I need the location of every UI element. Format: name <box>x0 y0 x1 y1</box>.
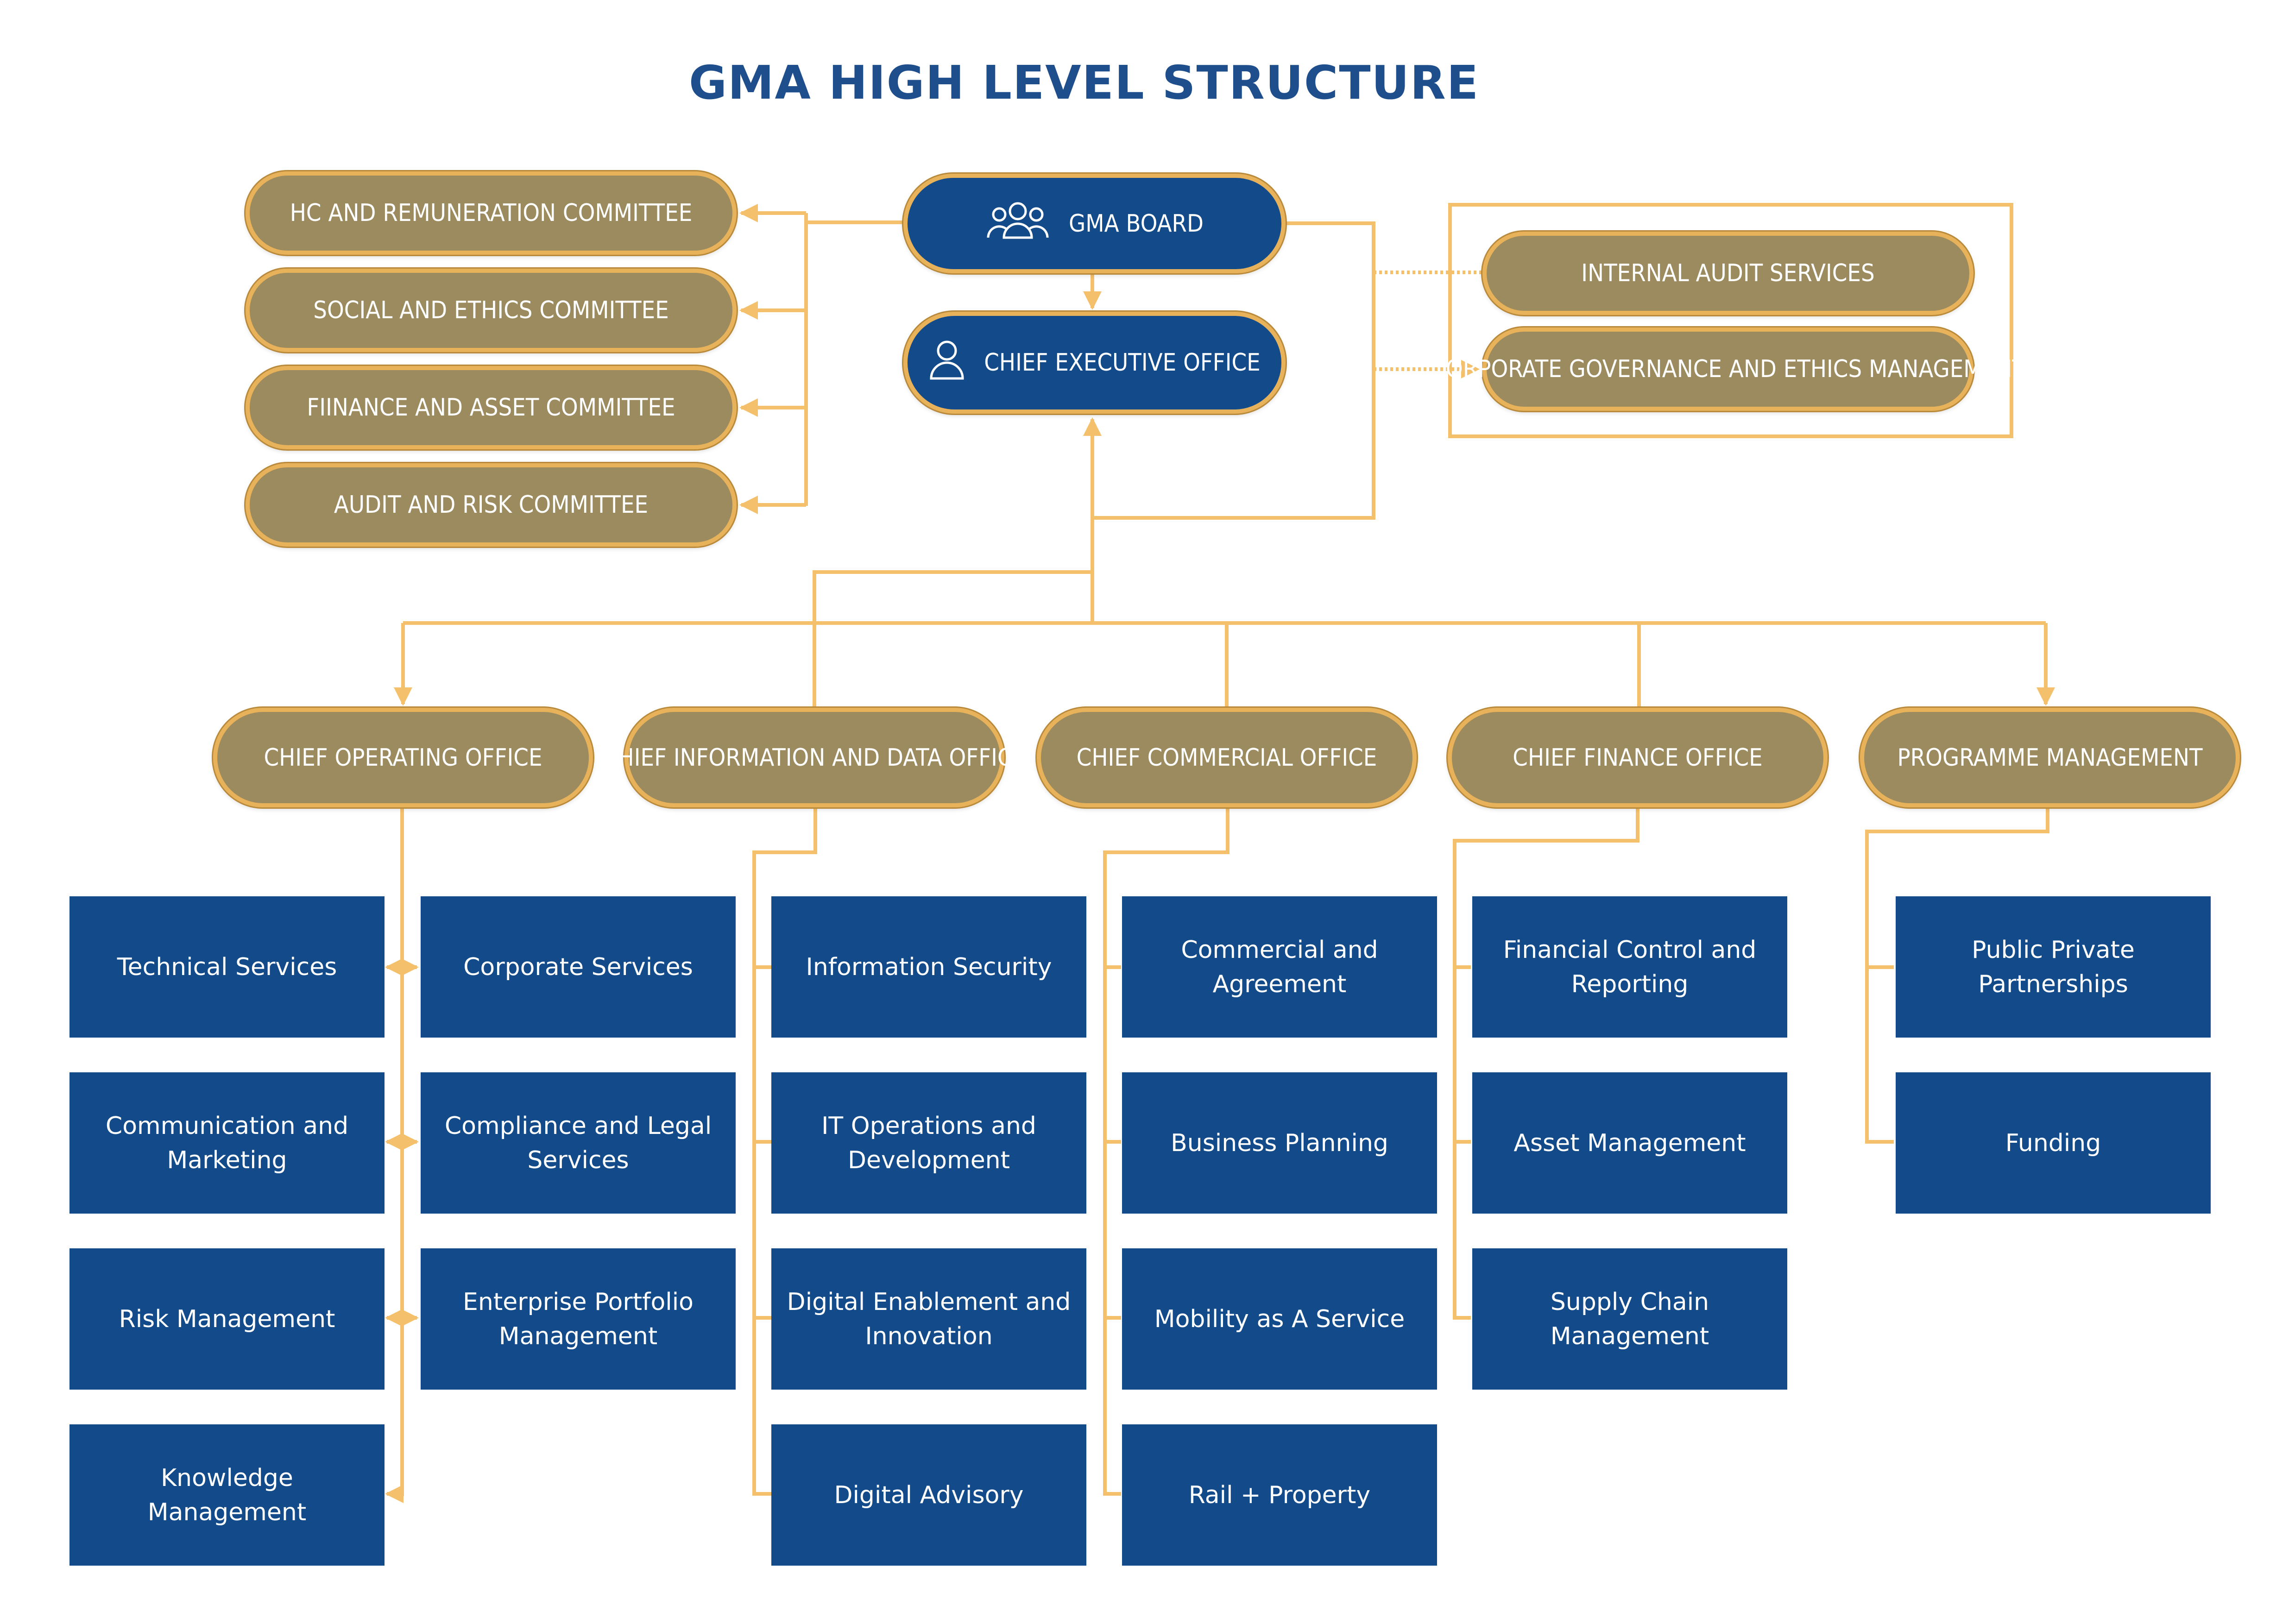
unit-knowledge-management: Knowledge Management <box>69 1424 385 1566</box>
unit-financial-control: Financial Control and Reporting <box>1472 896 1787 1038</box>
unit-corporate-services: Corporate Services <box>421 896 736 1038</box>
ceo-node: CHIEF EXECUTIVE OFFICE <box>903 312 1286 414</box>
unit-funding: Funding <box>1896 1072 2211 1214</box>
unit-digital-enablement: Digital Enablement and Innovation <box>771 1248 1086 1390</box>
committee-audit-risk: AUDIT AND RISK COMMITTEE <box>246 463 737 547</box>
chief-information-data-office: CHIEF INFORMATION AND DATA OFFICE <box>603 708 1026 807</box>
committee-social-ethics: SOCIAL AND ETHICS COMMITTEE <box>246 269 737 352</box>
unit-commercial-agreement: Commercial and Agreement <box>1122 896 1437 1038</box>
unit-mobility-service: Mobility as A Service <box>1122 1248 1437 1390</box>
unit-compliance-legal: Compliance and Legal Services <box>421 1072 736 1214</box>
unit-public-private-partnerships: Public Private Partnerships <box>1896 896 2211 1038</box>
corporate-governance-ethics: CORPORATE GOVERNANCE AND ETHICS MANAGEME… <box>1431 327 2025 411</box>
programme-management: PROGRAMME MANAGEMENT <box>1860 708 2240 807</box>
unit-communication-marketing: Communication and Marketing <box>69 1072 385 1214</box>
unit-risk-management: Risk Management <box>69 1248 385 1390</box>
chief-commercial-office: CHIEF COMMERCIAL OFFICE <box>1037 708 1417 807</box>
committee-finance-asset: FIINANCE AND ASSET COMMITTEE <box>246 366 737 449</box>
unit-business-planning: Business Planning <box>1122 1072 1437 1214</box>
chief-finance-office: CHIEF FINANCE OFFICE <box>1448 708 1828 807</box>
unit-it-operations: IT Operations and Development <box>771 1072 1086 1214</box>
ceo-label: CHIEF EXECUTIVE OFFICE <box>984 349 1261 377</box>
chief-operating-office: CHIEF OPERATING OFFICE <box>213 708 593 807</box>
group-icon <box>985 200 1050 247</box>
gma-board-label: GMA BOARD <box>1068 209 1204 238</box>
person-icon <box>928 339 965 387</box>
unit-digital-advisory: Digital Advisory <box>771 1424 1086 1566</box>
unit-enterprise-portfolio: Enterprise Portfolio Management <box>421 1248 736 1390</box>
unit-rail-property: Rail + Property <box>1122 1424 1437 1566</box>
gma-board-node: GMA BOARD <box>903 174 1286 273</box>
unit-asset-management: Asset Management <box>1472 1072 1787 1214</box>
page-title: GMA HIGH LEVEL STRUCTURE <box>688 56 1480 110</box>
committee-hc-remuneration: HC AND REMUNERATION COMMITTEE <box>246 171 737 255</box>
unit-information-security: Information Security <box>771 896 1086 1038</box>
unit-technical-services: Technical Services <box>69 896 385 1038</box>
internal-audit-services: INTERNAL AUDIT SERVICES <box>1482 232 1973 315</box>
unit-supply-chain: Supply Chain Management <box>1472 1248 1787 1390</box>
